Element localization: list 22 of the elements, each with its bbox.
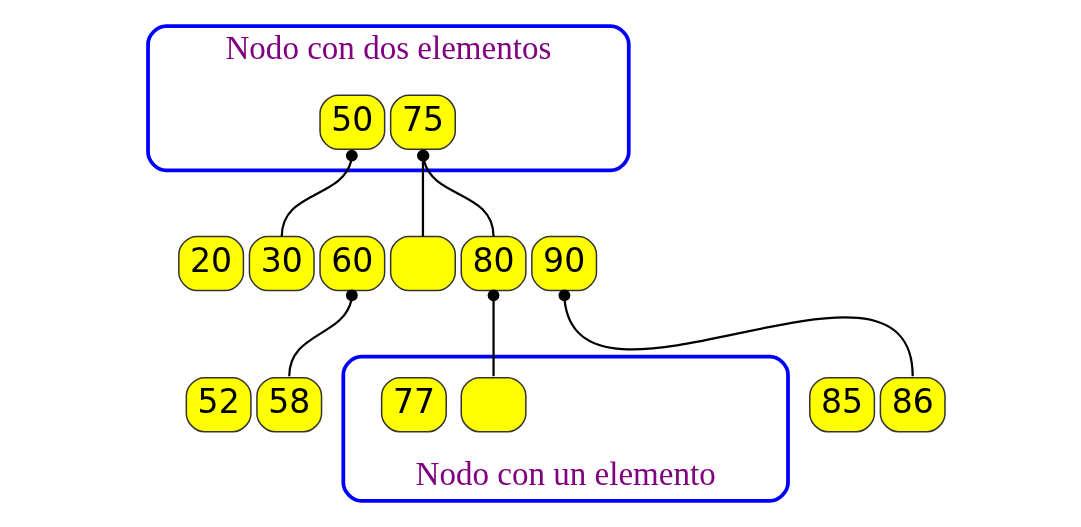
node-label: Nodo con dos elementos	[225, 29, 552, 66]
node-box: 58	[256, 376, 323, 433]
node-box: 20	[178, 235, 245, 292]
node-box: 90	[531, 235, 598, 292]
node-box: 86	[879, 376, 946, 433]
node-box: 77	[380, 376, 447, 433]
cluster	[341, 354, 790, 503]
node-box	[460, 376, 527, 433]
node-box: 85	[809, 376, 876, 433]
connector	[487, 289, 500, 377]
connector	[280, 149, 358, 237]
node-box: 30	[248, 235, 315, 292]
node-box: 80	[460, 235, 527, 292]
node-box: 75	[389, 94, 456, 151]
node-box	[389, 235, 456, 292]
node-box: 50	[319, 94, 386, 151]
connector	[288, 289, 358, 377]
node-box: 52	[185, 376, 252, 433]
connector	[558, 289, 914, 377]
node-box: 60	[319, 235, 386, 292]
node-label: Nodo con un elemento	[415, 456, 716, 493]
cluster	[146, 24, 631, 173]
